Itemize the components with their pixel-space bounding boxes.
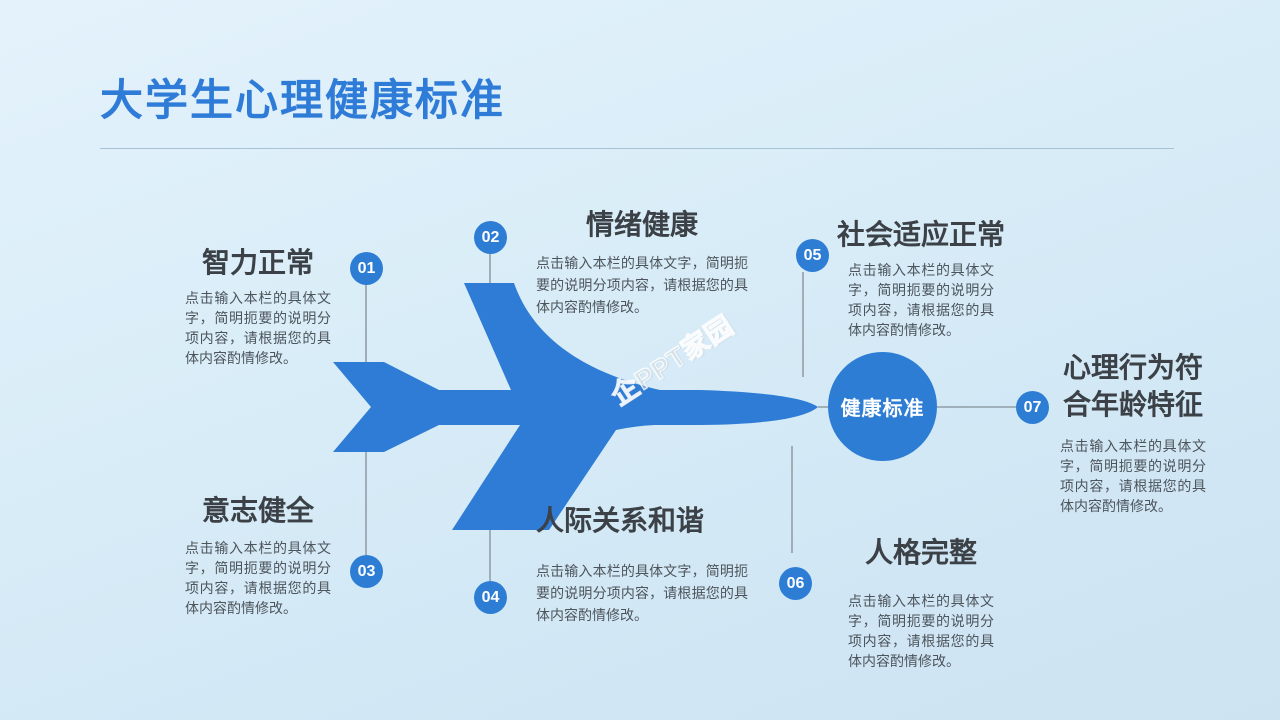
airplane-graphic [333, 283, 818, 530]
airplane-wing-top [464, 283, 660, 390]
section-body: 点击输入本栏的具体文字，简明扼要的说明分项内容，请根据您的具体内容酌情修改。 [1060, 438, 1206, 514]
section-body: 点击输入本栏的具体文字，简明扼要的说明分项内容，请根据您的具体内容酌情修改。 [536, 563, 748, 623]
airplane-wing-bottom [452, 425, 655, 530]
section-body: 点击输入本栏的具体文字，简明扼要的说明分项内容，请根据您的具体内容酌情修改。 [536, 255, 748, 315]
section-title: 人格完整 [864, 537, 978, 568]
hub-label: 健康标准 [840, 398, 925, 420]
airplane-body [333, 362, 818, 452]
hub-circle: 健康标准 [828, 352, 937, 461]
section-title: 社会适应正常 [836, 219, 1006, 250]
step-badge-03: 03 [350, 555, 383, 588]
section-body: 点击输入本栏的具体文字，简明扼要的说明分项内容，请根据您的具体内容酌情修改。 [848, 262, 994, 338]
section-title: 意志健全 [201, 495, 315, 526]
section-body: 点击输入本栏的具体文字，简明扼要的说明分项内容，请根据您的具体内容酌情修改。 [848, 593, 994, 669]
section-body: 点击输入本栏的具体文字，简明扼要的说明分项内容，请根据您的具体内容酌情修改。 [185, 290, 331, 366]
section-title: 心理行为符合年龄特征 [1062, 352, 1203, 420]
step-badge-06: 06 [779, 567, 812, 600]
step-badge-07: 07 [1016, 391, 1049, 424]
section-body: 点击输入本栏的具体文字，简明扼要的说明分项内容，请根据您的具体内容酌情修改。 [185, 540, 331, 616]
step-badge-04: 04 [474, 581, 507, 614]
section-title: 智力正常 [201, 247, 315, 278]
section-title: 情绪健康 [585, 209, 699, 240]
step-badge-02: 02 [474, 221, 507, 254]
title-divider [100, 148, 1174, 149]
page-title: 大学生心理健康标准 [100, 77, 505, 125]
step-badge-01: 01 [350, 252, 383, 285]
step-badge-05: 05 [796, 239, 829, 272]
section-title: 人际关系和谐 [536, 505, 705, 536]
